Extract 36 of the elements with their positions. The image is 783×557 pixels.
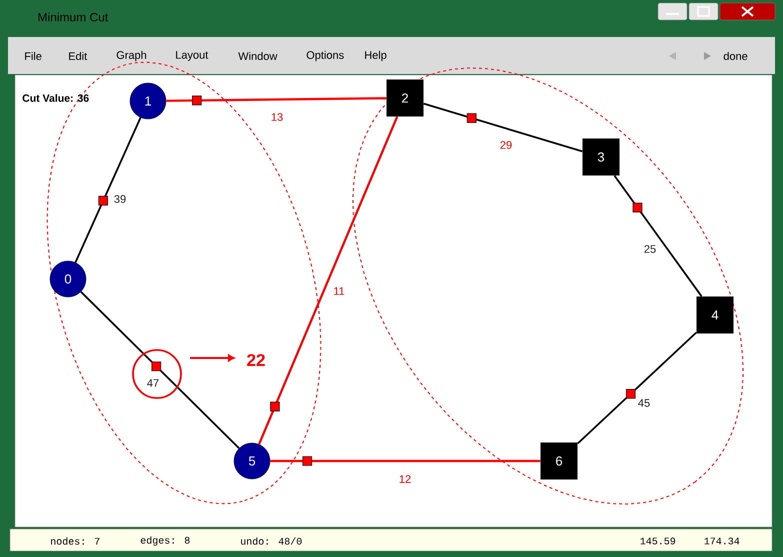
graph-edge	[577, 332, 697, 444]
menu-item: File	[25, 52, 42, 60]
graph-edge	[166, 97, 386, 102]
menu-item: Options	[306, 50, 344, 62]
graph-node-square: 4	[696, 296, 734, 334]
cut-value-text: Cut Value: 36	[22, 94, 89, 102]
edge-label: 11	[334, 287, 344, 295]
edge-label: 47	[147, 379, 159, 387]
menu-item: Help	[365, 50, 386, 62]
status-text: 145.59	[640, 538, 676, 544]
graph-edge	[74, 117, 142, 263]
graph-node-square: 2	[386, 80, 424, 116]
graph-edge	[80, 291, 240, 449]
menu-item: done	[724, 52, 748, 60]
graph-edge	[614, 175, 702, 297]
edge-label: 45	[638, 399, 650, 407]
window-title: Minimum Cut	[38, 12, 108, 22]
graph-node-square: 3	[582, 138, 620, 176]
annotation-text: 22	[247, 354, 265, 366]
edge-label: 29	[500, 141, 512, 149]
edge-label: 13	[272, 113, 283, 121]
graph-edge	[270, 460, 540, 462]
edge-label: 25	[644, 245, 656, 253]
status-text: nodes: 7	[51, 537, 100, 545]
graph-edge	[258, 116, 398, 445]
edge-label: 12	[400, 475, 411, 483]
edge-label: 39	[114, 195, 126, 203]
status-text: edges: 8	[140, 536, 190, 546]
status-text: undo: 48/0	[241, 537, 302, 545]
menu-item: Graph	[116, 50, 146, 62]
menu-item: Edit	[69, 52, 88, 60]
menu-item: Window	[238, 52, 278, 60]
graph-edge	[423, 102, 583, 152]
menu-item: Layout	[176, 51, 208, 61]
status-text: 174.34	[704, 538, 740, 544]
graph-node-square: 6	[540, 442, 578, 480]
